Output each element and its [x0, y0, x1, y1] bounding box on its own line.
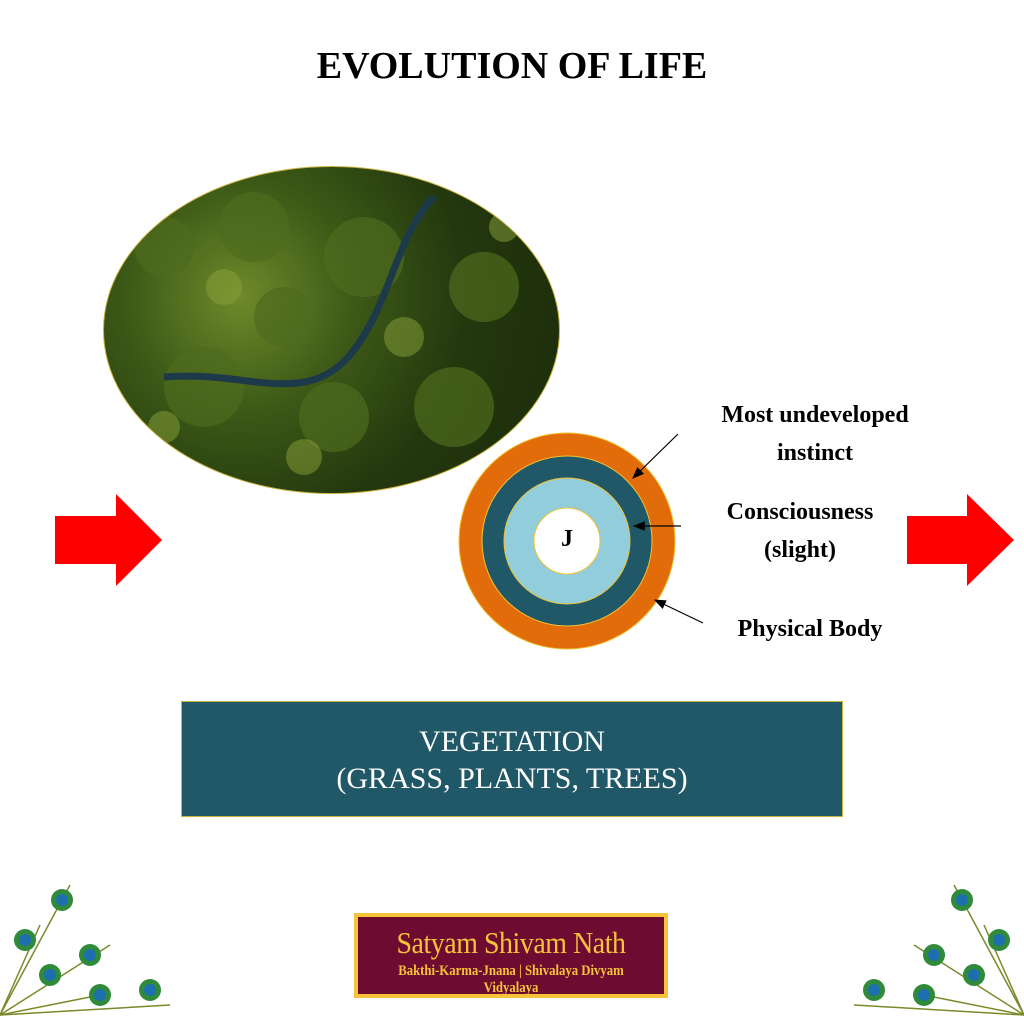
instinct-label-line1: Most undeveloped	[721, 402, 909, 428]
banner-title: VEGETATION	[419, 725, 605, 758]
right-arrow-icon	[907, 494, 1014, 586]
body-pointer	[653, 599, 704, 624]
instinct-label: Most undeveloped instinct	[690, 396, 940, 472]
physical-body-label: Physical Body	[737, 616, 883, 642]
core-circle	[533, 507, 601, 575]
brand-logo: Satyam Shivam Nath Bakthi-Karma-Jnana | …	[354, 913, 668, 998]
banner-subtitle: (GRASS, PLANTS, TREES)	[336, 762, 688, 795]
consciousness-label: Consciousness (slight)	[690, 493, 910, 569]
core-label: J	[561, 526, 573, 552]
logo-subtitle: Bakthi-Karma-Jnana | Shivalaya Divyam Vi…	[398, 963, 624, 996]
consciousness-label-line2: (slight)	[764, 537, 836, 563]
instinct-label-line2: instinct	[776, 440, 853, 466]
consciousness-label-line1: Consciousness	[726, 499, 874, 525]
logo-title: Satyam Shivam Nath	[396, 925, 626, 960]
category-banner: VEGETATION (GRASS, PLANTS, TREES)	[181, 701, 843, 817]
instinct-pointer	[632, 433, 679, 479]
peacock-feather-right-icon	[853, 884, 1024, 1016]
river-illustration	[134, 192, 519, 475]
page-title: EVOLUTION OF LIFE	[316, 45, 708, 87]
peacock-feather-left-icon	[0, 884, 171, 1016]
forest-image	[103, 166, 560, 494]
left-arrow-icon	[55, 494, 162, 586]
